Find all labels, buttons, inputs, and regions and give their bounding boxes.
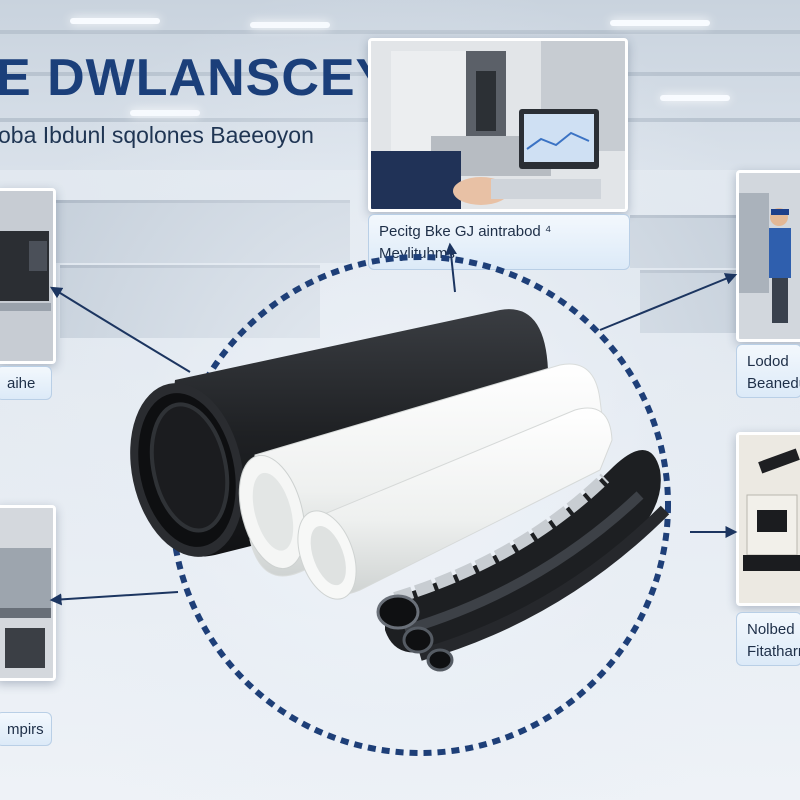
photo-worker-right — [736, 170, 800, 342]
caption-left-bottom: mpirs — [0, 712, 52, 746]
arrow-to-right-mid-icon — [599, 273, 738, 331]
caption-workstation: Pecitg Bke GJ aintrabod ⁴ Meylituhms — [368, 214, 630, 270]
page-subtitle: oba Ibdunl sqolones Baeeoyon — [0, 122, 314, 148]
photo-machine-left-top — [0, 188, 56, 364]
caption-right-mid: Lodod Beaneduns — [736, 344, 800, 398]
arrow-to-workstation-icon — [445, 242, 457, 293]
caption-left-top: aihe — [0, 366, 52, 400]
white-tube-front-icon — [297, 407, 613, 600]
arrow-to-left-bottom-icon — [49, 591, 179, 606]
dashed-ring — [169, 254, 671, 756]
arrow-to-left-top-icon — [49, 286, 191, 373]
photo-workstation — [368, 38, 628, 212]
caption-right-bottom: Nolbed Fitatharn — [736, 612, 800, 666]
rubber-profile-icon — [376, 450, 670, 672]
page-title: E DWLANSCEY — [0, 49, 392, 107]
photo-microscope-right — [736, 432, 800, 606]
photo-machine-left-bottom — [0, 505, 56, 681]
